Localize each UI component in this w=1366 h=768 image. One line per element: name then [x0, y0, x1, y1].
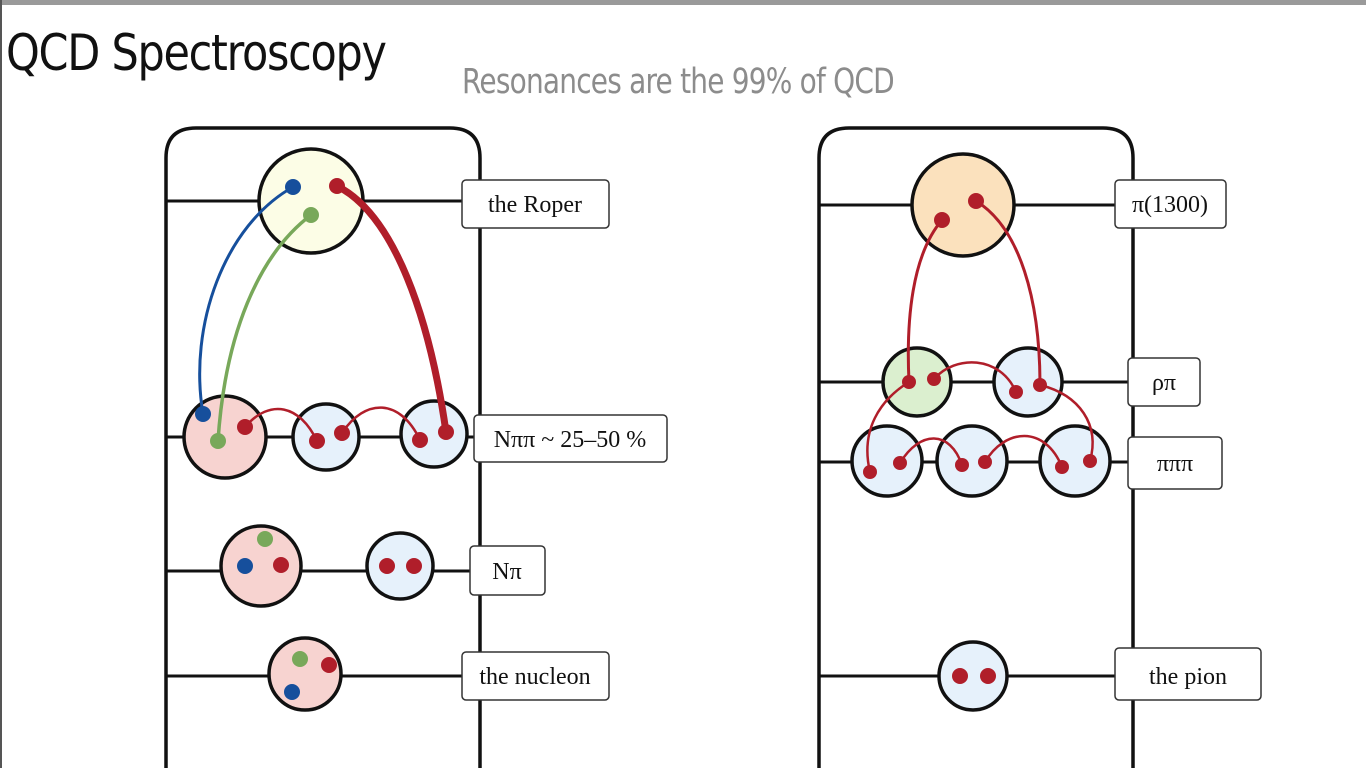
pipipi-pion-2 [935, 424, 1009, 498]
label-box-pion [1114, 647, 1262, 701]
roper-quark-red [329, 178, 345, 194]
pipipi-quark-3b [1083, 454, 1097, 468]
pipipi-quark-2a [955, 458, 969, 472]
pipipi-quark-1a [863, 465, 877, 479]
slide-top-border [0, 0, 1366, 5]
npi-nucleon [219, 524, 303, 608]
pipipi-pion-3 [1038, 424, 1112, 498]
rhopi-rho [881, 346, 953, 418]
npipi-pion2-quark-b [438, 424, 454, 440]
pipipi-loop-1 [898, 437, 964, 466]
pion-quark-a [952, 668, 968, 684]
nucleon-quark-green [292, 651, 308, 667]
npipi-pion-1 [291, 402, 361, 472]
pi1300-quark-b [968, 193, 984, 209]
rhopi-pion-quark-a [1009, 385, 1023, 399]
npi-quark-red [273, 557, 289, 573]
quark-line-green [216, 213, 313, 442]
rhopi-loop-out-right [1039, 383, 1094, 462]
slide-left-border [0, 0, 2, 768]
npipi-loop-1 [244, 407, 319, 442]
label-rhopi: ρπ [1152, 370, 1176, 396]
pi1300-line-left [906, 219, 944, 383]
npi-quark-green [257, 531, 273, 547]
slide-subtitle: Resonances are the 99% of QCD [462, 62, 895, 102]
rhopi-pion [992, 346, 1064, 418]
pipipi-pion-1 [850, 424, 924, 498]
npi-pion-quark-a [379, 558, 395, 574]
rhopi-pion-quark-b [1033, 378, 1047, 392]
label-npi: Nπ [492, 559, 521, 585]
meson-panel: π(1300) ρπ πππ the pion [817, 126, 1262, 768]
pipipi-quark-2b [978, 455, 992, 469]
npipi-quark-red [237, 419, 253, 435]
rhopi-loop-inner [933, 361, 1018, 393]
npipi-pion1-quark-b [334, 425, 350, 441]
pipipi-quark-3a [1055, 460, 1069, 474]
slide-title: QCD Spectroscopy [6, 24, 387, 82]
npipi-pion1-quark-a [309, 433, 325, 449]
baryon-panel-frame [164, 126, 482, 768]
roper-quark-green [303, 207, 319, 223]
label-nucleon: the nucleon [479, 664, 590, 690]
npi-pion [365, 531, 435, 601]
nucleon-state [267, 636, 343, 712]
pion-quark-b [980, 668, 996, 684]
label-pion: the pion [1149, 664, 1227, 690]
nucleon-quark-blue [284, 684, 300, 700]
label-roper: the Roper [488, 192, 582, 218]
nucleon-quark-red [321, 657, 337, 673]
npi-quark-blue [237, 558, 253, 574]
npi-pion-quark-b [406, 558, 422, 574]
label-pi1300: π(1300) [1132, 192, 1208, 218]
label-box-nucleon [461, 651, 610, 701]
npipi-quark-blue [195, 406, 211, 422]
npipi-pion-2 [399, 399, 469, 469]
label-box-pipipi [1127, 436, 1223, 490]
npipi-loop-2 [340, 406, 422, 441]
pi1300-line-right [975, 199, 1042, 386]
rhopi-loop-out-left [866, 380, 910, 473]
pion-state [937, 640, 1009, 712]
label-box-npipi [473, 414, 668, 463]
label-box-pi1300 [1114, 179, 1227, 229]
rho-quark-a [902, 375, 916, 389]
pi1300-quark-a [934, 212, 950, 228]
label-box-npi [469, 545, 546, 596]
label-pipipi: πππ [1157, 451, 1193, 477]
pipipi-loop-2 [983, 434, 1064, 468]
label-box-roper [461, 179, 610, 229]
npipi-quark-green [210, 433, 226, 449]
rho-quark-b [927, 372, 941, 386]
pi1300-state [910, 152, 1016, 258]
quark-line-red [335, 182, 450, 433]
baryon-panel: the Roper Nππ ~ 25–50 % Nπ the nucleon [164, 126, 668, 768]
label-box-rhopi [1127, 357, 1201, 407]
roper-quark-blue [285, 179, 301, 195]
quark-line-blue [198, 185, 294, 415]
pipipi-quark-1b [893, 456, 907, 470]
npipi-nucleon [182, 394, 268, 480]
npipi-pion2-quark-a [412, 432, 428, 448]
label-npipi: Nππ ~ 25–50 % [494, 427, 647, 453]
meson-panel-frame [817, 126, 1135, 768]
